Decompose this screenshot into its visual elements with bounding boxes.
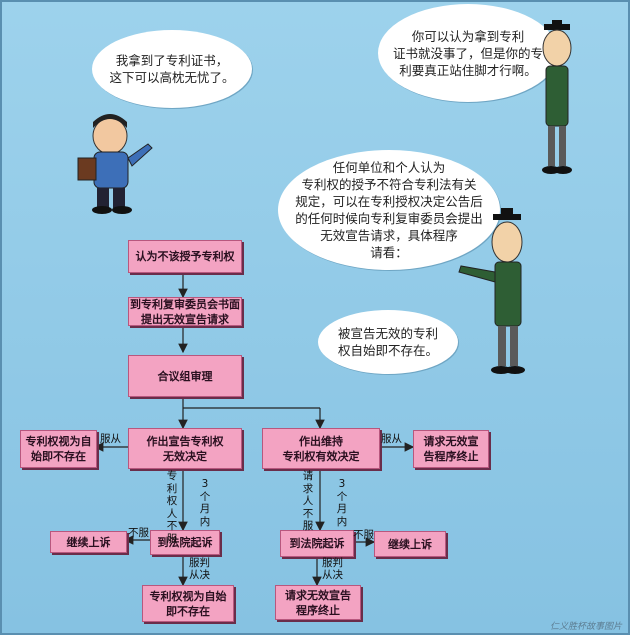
box-patent-void-ab-initio-2: 专利权视为自始即不存在 (142, 585, 234, 622)
box-n13-line-1: 请求无效宣告 (285, 588, 351, 602)
box-request-terminated-1: 请求无效宣告程序终止 (413, 430, 489, 468)
label-comply-right: 服从 (381, 433, 402, 445)
box-panel-review: 合议组审理 (128, 355, 242, 397)
label-accept-judgment-left: 服判 从决 (189, 557, 210, 581)
box-n3-line-1: 合议组审理 (157, 369, 213, 383)
label-disagree-right: 不服 (353, 529, 374, 541)
label-requester-disagrees: 请求人不服 (302, 470, 314, 532)
label-comply-left: 服从 (100, 433, 121, 445)
box-n2-line-2: 提出无效宣告请求 (141, 312, 229, 326)
label-accept-left-line-1: 服判 (189, 557, 210, 569)
box-n11-line-1: 继续上诉 (388, 537, 432, 551)
box-n12-line-2: 即不存在 (166, 604, 210, 618)
bubble-3-line-1: 任何单位和个人认为 (332, 160, 446, 175)
box-n9-line-1: 到法院起诉 (157, 536, 213, 549)
label-patentee-disagrees: 专利权人不服 (166, 470, 178, 545)
scholar-character-illustration-bottom (458, 208, 525, 374)
officer-character-illustration (77, 114, 153, 214)
bubble-4-line-2: 权自始即不存在。 (337, 343, 438, 358)
box-n7-line-1: 请求无效宣 (423, 435, 479, 448)
box-invalidation-decision: 作出宣告专利权无效决定 (128, 428, 242, 469)
bubble-3-line-5: 无效宣告请求，具体程序 (320, 228, 458, 243)
box-continue-appeal-right: 继续上诉 (374, 531, 446, 557)
label-accept-right-line-2: 从决 (322, 569, 343, 581)
bubble-3-line-6: 请看： (370, 245, 408, 260)
box-n2-line-1: 到专利复审委员会书面 (130, 297, 240, 311)
label-accept-right-line-1: 服判 (322, 557, 343, 569)
box-n8-line-1: 继续上诉 (66, 535, 111, 549)
bubble-3-line-4: 的任何时候向专利复审委员会提出 (295, 211, 483, 226)
label-three-months-right: 3个月内 (336, 478, 348, 528)
speech-bubble-4: 被宣告无效的专利权自始即不存在。 (318, 310, 458, 374)
box-n12-line-1: 专利权视为自始 (149, 589, 227, 603)
bubble-2-line-2: 证书就没事了，但是你的专 (392, 45, 543, 61)
box-n10-line-1: 到法院起诉 (289, 537, 345, 550)
label-accept-judgment-right: 服判 从决 (322, 557, 343, 581)
box-n4-line-1: 作出宣告专利权 (146, 434, 224, 448)
box-maintain-validity-decision: 作出维持专利权有效决定 (262, 428, 380, 469)
bubble-1-line-1: 我拿到了专利证书， (115, 53, 229, 68)
bubble-4-line-1: 被宣告无效的专利 (337, 326, 438, 341)
box-n5-line-1: 作出维持 (299, 434, 343, 448)
box-n5-line-2: 专利权有效决定 (282, 449, 360, 463)
box-continue-appeal-left: 继续上诉 (50, 531, 127, 553)
box-request-terminated-2: 请求无效宣告程序终止 (275, 585, 361, 620)
watermark: 仁义胜杯故事图片 (549, 622, 622, 632)
box-n6-line-1: 专利权视为自 (25, 435, 92, 448)
bubble-3-line-3: 规定，可以在专利授权决定公告后 (295, 194, 483, 209)
box-submit-invalidation-request: 到专利复审委员会书面提出无效宣告请求 (128, 297, 242, 326)
label-accept-left-line-2: 从决 (189, 569, 210, 581)
box-n6-line-2: 始即不存在 (31, 450, 86, 463)
speech-bubble-3: 任何单位和个人认为专利权的授予不符合专利法有关规定，可以在专利授权决定公告后的任… (278, 150, 500, 270)
bubble-3-line-2: 专利权的授予不符合专利法有关 (301, 177, 477, 192)
label-three-months-left: 3个月内 (199, 478, 211, 528)
box-n13-line-2: 程序终止 (296, 603, 340, 617)
box-sue-in-court-right: 到法院起诉 (280, 530, 354, 557)
box-n7-line-2: 告程序终止 (423, 450, 479, 463)
box-n4-line-2: 无效决定 (163, 449, 207, 463)
bubble-2-line-1: 你可以认为拿到专利 (411, 28, 525, 44)
box-sue-in-court-left: 到法院起诉 (150, 530, 220, 555)
label-disagree-left: 不服 (128, 527, 149, 539)
scholar-character-illustration-top (542, 20, 572, 174)
bubble-2-line-3: 利要真正站住脚才行啊。 (399, 62, 537, 78)
speech-bubble-1: 我拿到了专利证书， 这下可以高枕无忧了。 (92, 30, 252, 108)
speech-bubble-2: 你可以认为拿到专利证书就没事了，但是你的专利要真正站住脚才行啊。 (378, 4, 558, 102)
box-patent-void-ab-initio-1: 专利权视为自始即不存在 (20, 430, 97, 468)
bubble-1-line-2: 这下可以高枕无忧了。 (109, 70, 235, 85)
box-n1-line-1: 认为不该授予专利权 (135, 250, 235, 263)
box-believe-should-not-grant: 认为不该授予专利权 (128, 240, 242, 273)
